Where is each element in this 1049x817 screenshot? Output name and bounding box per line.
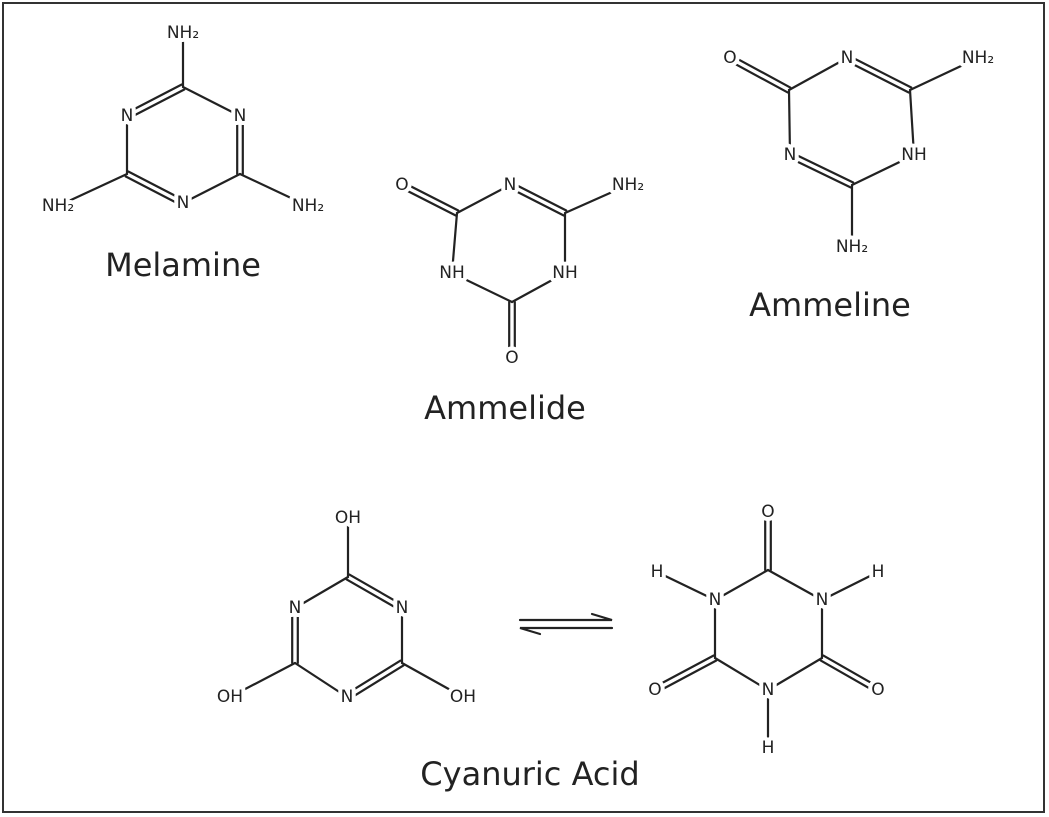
melamine-atom-n: N (121, 106, 134, 126)
cyanuric_keto-single-bond (655, 570, 717, 602)
ammeline-single-bond (908, 56, 980, 92)
cyanuric_enol-atom-n: N (289, 598, 302, 618)
ammelide-atom-o: O (505, 348, 518, 368)
cyanuric_keto-atom-o: O (871, 680, 884, 700)
ammelide-label: Ammelide (424, 389, 586, 427)
melamine-single-bond (181, 85, 242, 118)
ammeline-double-bond (790, 151, 855, 184)
cyanuric_keto-atom-h: H (651, 562, 664, 582)
melamine-atom-n: N (177, 193, 190, 213)
ammelide-double-bond (399, 186, 457, 217)
cyanuric_enol-double-bond (347, 664, 405, 701)
cyanuric_keto-single-bond (713, 568, 770, 602)
melamine-single-bond (238, 172, 310, 208)
cyanuric_keto-atom-h: H (762, 738, 775, 758)
cyanuric_enol-atom-oh: OH (217, 687, 243, 707)
ammelide-single-bond (455, 183, 512, 215)
ammeline-label: Ammeline (749, 286, 911, 324)
ammeline-atom-o: O (723, 48, 736, 68)
melamine-double-bond (127, 170, 186, 202)
cyanuric_keto-atom-n: N (762, 680, 775, 700)
ammeline-single-bond (787, 56, 849, 92)
melamine-atom-nh2: NH₂ (167, 23, 199, 43)
melamine-single-bond (181, 172, 242, 205)
ammelide-single-bond (450, 211, 459, 275)
cyanuric_keto-double-bond (822, 654, 881, 689)
cyanuric_enol-double-bond (344, 659, 402, 696)
ammelide-atom-nh2: NH₂ (612, 175, 644, 195)
melamine-atom-n: N (234, 106, 247, 126)
cyanuric_keto-atom-o: O (761, 502, 774, 522)
ammelide-atom-nh: NH (439, 263, 465, 283)
melamine-label: Melamine (105, 246, 261, 284)
ammeline-atom-nh2: NH₂ (962, 48, 994, 68)
ammeline-single-bond (850, 153, 916, 187)
cyanuric_keto-atom-n: N (709, 590, 722, 610)
ammeline-double-bond (727, 59, 789, 94)
cyanuric_keto-single-bond (713, 656, 770, 692)
melamine-double-bond (127, 88, 186, 120)
ammeline-single-bond (787, 88, 792, 157)
ammelide-single-bond (563, 183, 630, 215)
ammelide-double-bond (507, 186, 565, 217)
cyanuric_enol-single-bond (228, 661, 297, 699)
ammeline-double-bond (847, 54, 913, 89)
ammeline-double-bond (730, 54, 792, 89)
ammeline-atom-nh: NH (901, 145, 927, 165)
cyanuric_enol-single-bond (293, 661, 349, 699)
cyanuric-acid-label: Cyanuric Acid (420, 755, 639, 793)
reverse-arrow (519, 626, 614, 636)
melamine-double-bond (124, 83, 183, 115)
cyanuric_enol-double-bond (348, 573, 405, 607)
cyanuric_keto-atom-n: N (816, 590, 829, 610)
cyanuric_keto-atom-o: O (648, 680, 661, 700)
ammeline-double-bond (787, 156, 852, 189)
equilibrium-arrow (518, 612, 614, 636)
ammelide-atom-nh: NH (552, 263, 578, 283)
cyanuric_keto-atom-h: H (872, 562, 885, 582)
ammeline-single-bond (908, 88, 916, 157)
melamine-atom-nh2: NH₂ (292, 196, 324, 216)
ammelide-double-bond (510, 181, 568, 212)
ammeline-atom-n: N (841, 48, 854, 68)
melamine-single-bond (56, 172, 129, 208)
cyanuric_keto-double-bond (655, 659, 718, 694)
cyanuric_enol-double-bond (345, 578, 402, 612)
ammeline-atom-n: N (784, 145, 797, 165)
cyanuric_keto-double-bond (652, 654, 715, 689)
cyanuric_keto-double-bond (819, 659, 878, 694)
melamine-double-bond (124, 175, 183, 207)
cyanuric_enol-atom-n: N (396, 598, 409, 618)
ammelide-double-bond (402, 181, 460, 212)
cyanuric_keto-single-bond (766, 568, 824, 602)
ammeline-atom-nh2: NH₂ (836, 237, 868, 257)
cyanuric_keto-single-bond (820, 570, 880, 602)
ammelide-single-bond (510, 271, 567, 304)
cyanuric_enol-atom-oh: OH (450, 687, 476, 707)
cyanuric_enol-atom-n: N (341, 687, 354, 707)
cyanuric_keto-single-bond (766, 656, 824, 692)
cyanuric_enol-single-bond (293, 575, 350, 610)
ammeline-double-bond (844, 59, 910, 94)
forward-arrow (518, 612, 613, 622)
ammelide-atom-o: O (395, 175, 408, 195)
ammelide-atom-n: N (504, 175, 517, 195)
cyanuric_enol-single-bond (400, 661, 465, 699)
ammelide-single-bond (450, 271, 514, 304)
cyanuric_enol-atom-oh: OH (335, 508, 361, 528)
melamine-atom-nh2: NH₂ (42, 196, 74, 216)
